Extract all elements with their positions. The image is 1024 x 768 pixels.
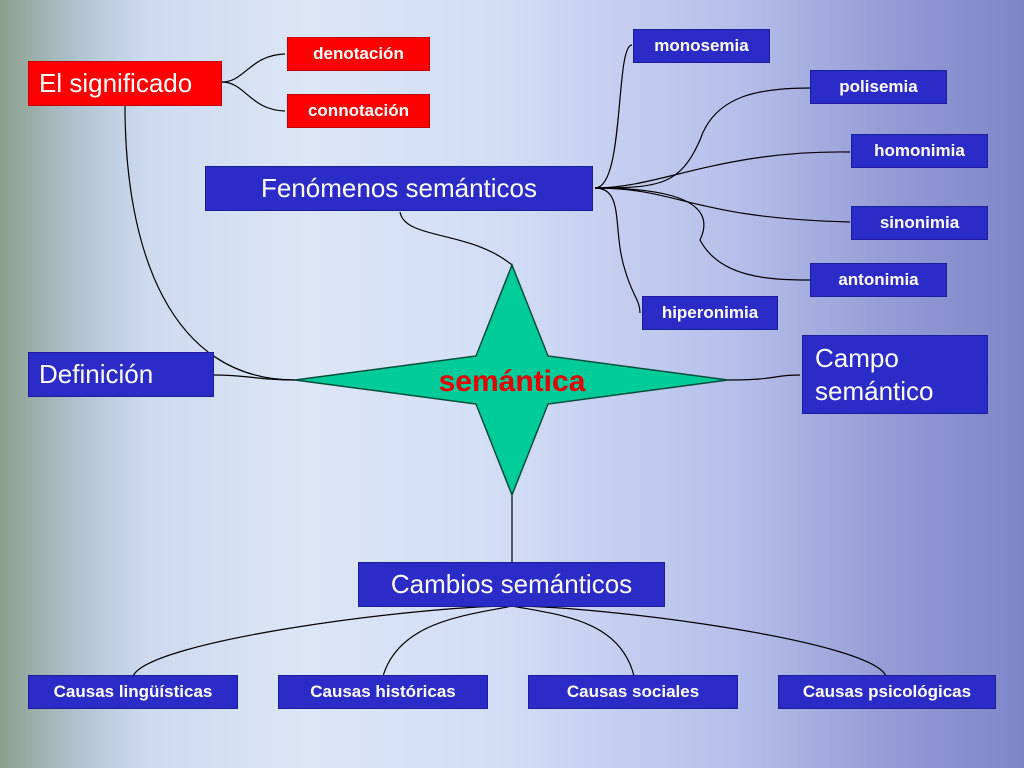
node-connotacion: connotación <box>287 94 430 128</box>
node-campo-semantico: Campo semántico <box>802 335 988 414</box>
node-causas-sociales: Causas sociales <box>528 675 738 709</box>
node-definicion: Definición <box>28 352 214 397</box>
semantica-star <box>294 262 729 498</box>
node-homonimia: homonimia <box>851 134 988 168</box>
node-cambios-semanticos: Cambios semánticos <box>358 562 665 607</box>
node-causas-linguisticas: Causas lingüísticas <box>28 675 238 709</box>
node-causas-historicas: Causas históricas <box>278 675 488 709</box>
node-el-significado: El significado <box>28 61 222 106</box>
node-sinonimia: sinonimia <box>851 206 988 240</box>
node-causas-psicologicas: Causas psicológicas <box>778 675 996 709</box>
node-antonimia: antonimia <box>810 263 947 297</box>
center-concept-label: semántica <box>438 365 586 398</box>
node-denotacion: denotación <box>287 37 430 71</box>
node-fenomenos-semanticos: Fenómenos semánticos <box>205 166 593 211</box>
node-monosemia: monosemia <box>633 29 770 63</box>
node-polisemia: polisemia <box>810 70 947 104</box>
node-hiperonimia: hiperonimia <box>642 296 778 330</box>
